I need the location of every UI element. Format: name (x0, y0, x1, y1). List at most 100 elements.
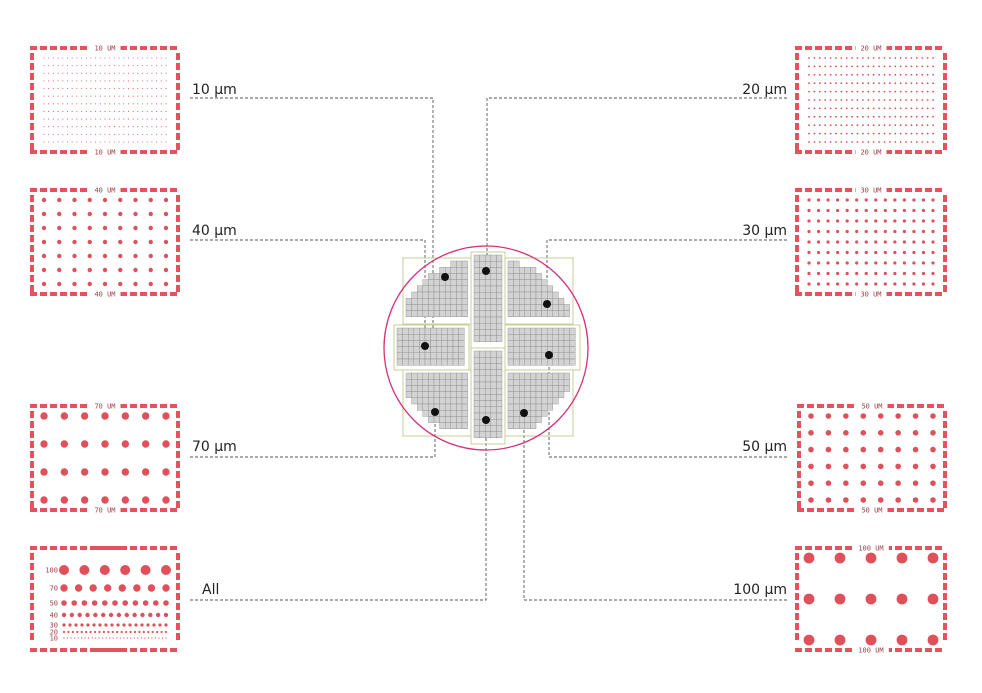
die (408, 358, 415, 366)
pattern-dot (818, 141, 821, 143)
pattern-dot (128, 623, 132, 627)
frame-dash (70, 150, 77, 154)
pattern-dot (62, 87, 64, 90)
die (473, 273, 480, 281)
pattern-dot (118, 584, 126, 592)
die (430, 334, 437, 341)
die (496, 381, 503, 389)
frame-dash (120, 546, 127, 550)
pattern-dot (130, 637, 132, 639)
frame-dash (30, 46, 37, 50)
die (490, 400, 497, 408)
frame-dash (170, 46, 177, 50)
pattern-dot (127, 80, 130, 82)
die (524, 391, 531, 399)
pattern-dot (824, 90, 827, 93)
die (461, 372, 468, 380)
pattern-dot (931, 261, 935, 265)
pattern-dot (118, 133, 120, 135)
pattern-dot (826, 219, 830, 223)
pattern-dot (883, 141, 886, 143)
die (530, 410, 537, 417)
die (422, 397, 429, 405)
die (411, 385, 418, 392)
frame-dash (70, 188, 77, 192)
wafer-marker (482, 267, 490, 275)
pattern-dot (931, 198, 935, 202)
pattern-dot (816, 282, 821, 286)
pattern-dot (85, 118, 87, 120)
frame-dash (40, 546, 47, 550)
frame-dash (925, 46, 932, 50)
frame-dash (885, 150, 892, 154)
pattern-dot (915, 99, 918, 101)
pattern-dot (62, 133, 64, 135)
leader-line (190, 239, 426, 346)
frame-dash (905, 188, 912, 192)
pattern-dot (57, 133, 59, 135)
pattern-dot (829, 141, 832, 143)
pattern-dot (98, 630, 101, 634)
pattern-dot (894, 82, 897, 85)
pattern-dot (141, 80, 144, 82)
pattern-dot (896, 634, 908, 646)
pattern-dot (926, 107, 929, 110)
die (417, 372, 424, 380)
frame-dash (795, 563, 799, 570)
pattern-dot (108, 612, 114, 618)
die (419, 358, 426, 366)
frame-dash (795, 583, 799, 590)
pattern-dot (910, 124, 913, 127)
die (507, 372, 514, 380)
pattern-dot (116, 637, 118, 639)
pattern-dot (829, 73, 832, 76)
pattern-dot (109, 72, 111, 74)
pattern-dot (883, 90, 886, 93)
die (422, 403, 429, 411)
frame-dash (817, 508, 824, 512)
pattern-dot (60, 468, 69, 476)
frame-dash (80, 546, 87, 550)
die (473, 310, 480, 318)
frame-dash (150, 508, 157, 512)
frame-dash (176, 275, 180, 282)
pattern-dot (843, 413, 849, 419)
die (524, 379, 531, 386)
pattern-dot (57, 126, 59, 128)
frame-dash (176, 63, 180, 70)
frame-dash (70, 648, 77, 652)
pattern-dot (127, 95, 130, 97)
die (496, 254, 503, 262)
pattern-dot (80, 440, 89, 448)
pattern-dot (141, 412, 150, 420)
die (411, 372, 418, 380)
die (541, 379, 548, 386)
pattern-dot (808, 90, 810, 93)
pattern-dot (872, 115, 875, 118)
pattern-dot (85, 65, 87, 67)
pattern-dot (101, 496, 109, 504)
die (513, 385, 520, 392)
pattern-dot (85, 57, 87, 59)
pattern-dot (118, 225, 123, 231)
die (513, 358, 520, 366)
pattern-dot (816, 250, 821, 255)
pattern-dot (932, 107, 934, 110)
frame-dash (915, 188, 922, 192)
pattern-dot (818, 99, 821, 101)
frame-dash (795, 143, 799, 150)
pattern-dot (888, 65, 891, 68)
pattern-dot (95, 118, 97, 120)
pattern-dot (126, 637, 128, 639)
pattern-dot (824, 141, 827, 143)
die (445, 285, 452, 293)
pattern-dot (910, 141, 913, 143)
die (485, 394, 492, 401)
frame-dash (795, 83, 799, 90)
die (507, 416, 514, 423)
pattern-dot (893, 250, 897, 255)
frame-dash (170, 404, 177, 408)
pattern-dot (893, 229, 897, 234)
pattern-dot (104, 103, 106, 105)
